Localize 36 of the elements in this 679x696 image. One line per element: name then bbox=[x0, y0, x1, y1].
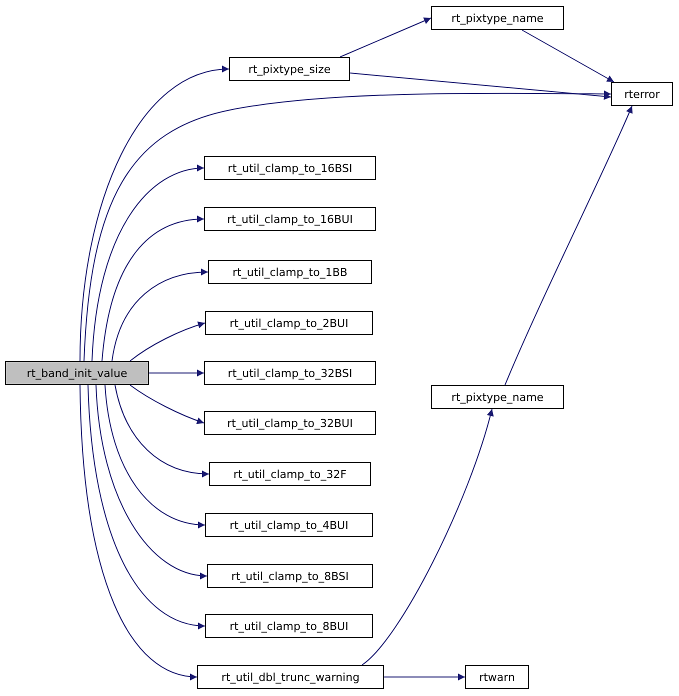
function-box: rtwarn bbox=[465, 665, 529, 689]
call-arrow bbox=[114, 384, 210, 478]
function-box: rt_pixtype_name bbox=[431, 385, 564, 409]
call-arrow bbox=[350, 72, 612, 100]
function-box: rt_pixtype_name bbox=[431, 6, 564, 30]
function-box: rt_util_clamp_to_32BUI bbox=[204, 411, 376, 435]
function-box: rt_util_dbl_trunc_warning bbox=[197, 665, 384, 689]
function-box: rt_util_clamp_to_16BSI bbox=[204, 156, 376, 180]
function-box: rt_util_clamp_to_1BB bbox=[208, 260, 372, 284]
call-arrow bbox=[84, 90, 612, 362]
call-arrow bbox=[80, 384, 198, 680]
function-box: rt_util_clamp_to_2BUI bbox=[205, 311, 373, 335]
function-box: rt_pixtype_size bbox=[229, 57, 350, 81]
call-arrow bbox=[384, 674, 466, 680]
call-arrow bbox=[92, 165, 204, 362]
function-box: rt_util_clamp_to_16BUI bbox=[204, 207, 376, 231]
call-arrow bbox=[522, 30, 614, 82]
call-arrow bbox=[104, 384, 206, 528]
call-arrow bbox=[130, 322, 206, 362]
call-arrow bbox=[102, 216, 204, 362]
function-box: rt_util_clamp_to_32F bbox=[209, 462, 371, 486]
function-box: rt_band_init_value bbox=[5, 361, 149, 385]
call-arrow bbox=[340, 18, 432, 58]
function-box: rt_util_clamp_to_8BSI bbox=[207, 564, 373, 588]
call-arrow bbox=[504, 106, 632, 386]
function-box: rt_util_clamp_to_32BSI bbox=[204, 361, 376, 385]
call-arrow bbox=[362, 408, 494, 666]
call-arrow bbox=[80, 66, 230, 362]
function-box: rt_util_clamp_to_8BUI bbox=[205, 614, 373, 638]
call-arrow bbox=[148, 370, 204, 376]
call-arrow bbox=[88, 384, 206, 629]
call-arrow bbox=[96, 384, 208, 579]
function-box: rt_util_clamp_to_4BUI bbox=[205, 513, 373, 537]
function-box: rterror bbox=[611, 82, 673, 106]
call-arrow bbox=[112, 268, 208, 362]
call-arrow bbox=[130, 384, 204, 424]
